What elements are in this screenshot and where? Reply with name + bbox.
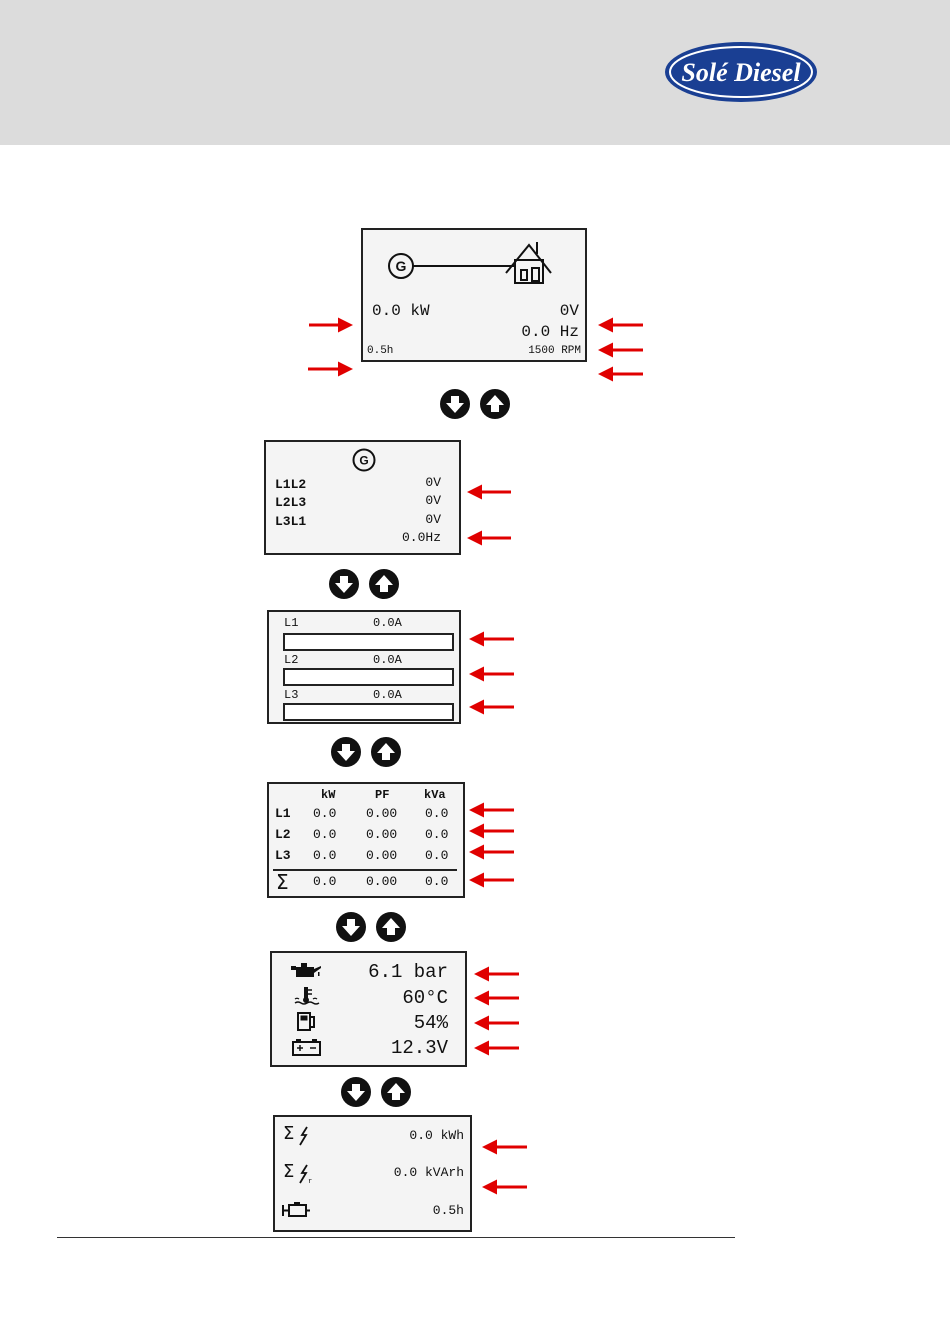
- footer-rule: [57, 1237, 735, 1238]
